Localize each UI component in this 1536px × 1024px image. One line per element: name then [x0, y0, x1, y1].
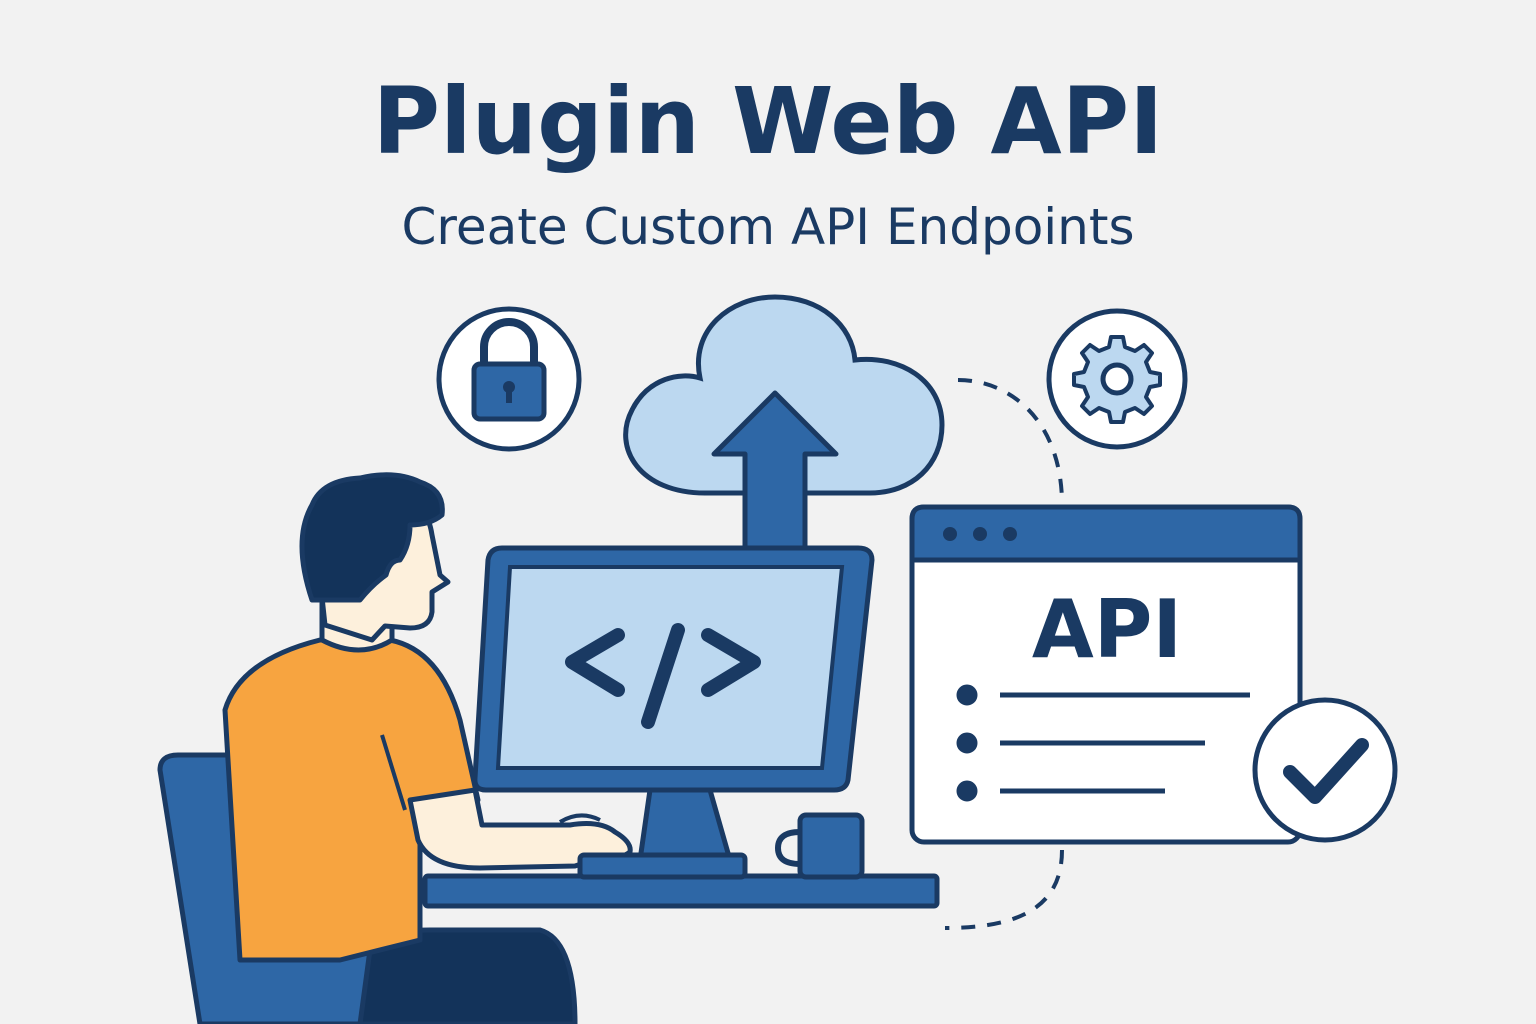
api-window: API [909, 504, 1303, 845]
dashed-connector-bottom [944, 849, 1064, 930]
desk [422, 873, 940, 909]
dashed-connector-top [957, 378, 1064, 501]
lock-icon [436, 306, 582, 452]
page-subtitle: Create Custom API Endpoints [401, 198, 1135, 256]
developer-person [222, 472, 633, 1024]
computer-monitor [472, 545, 875, 880]
code-icon [565, 623, 761, 729]
api-endpoint-list [956, 684, 1250, 802]
coffee-mug-icon [774, 812, 865, 880]
check-icon [1252, 697, 1398, 843]
cloud-upload-icon [623, 294, 945, 551]
gear-icon [1046, 308, 1188, 450]
api-window-label: API [1032, 583, 1182, 676]
page-title: Plugin Web API [372, 68, 1164, 175]
